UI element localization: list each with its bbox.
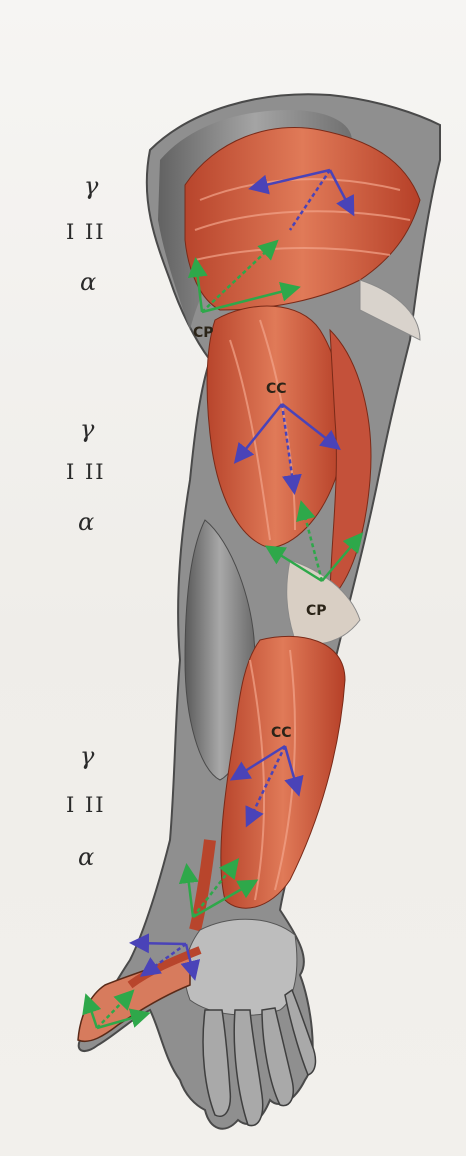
marker-cc-upper-arm: CC	[266, 381, 287, 397]
marker-cc-forearm: CC	[271, 725, 292, 741]
marker-cp-elbow: CP	[306, 603, 327, 619]
marker-cp-shoulder: CP	[193, 325, 214, 341]
wrist-tendons	[185, 919, 297, 1015]
